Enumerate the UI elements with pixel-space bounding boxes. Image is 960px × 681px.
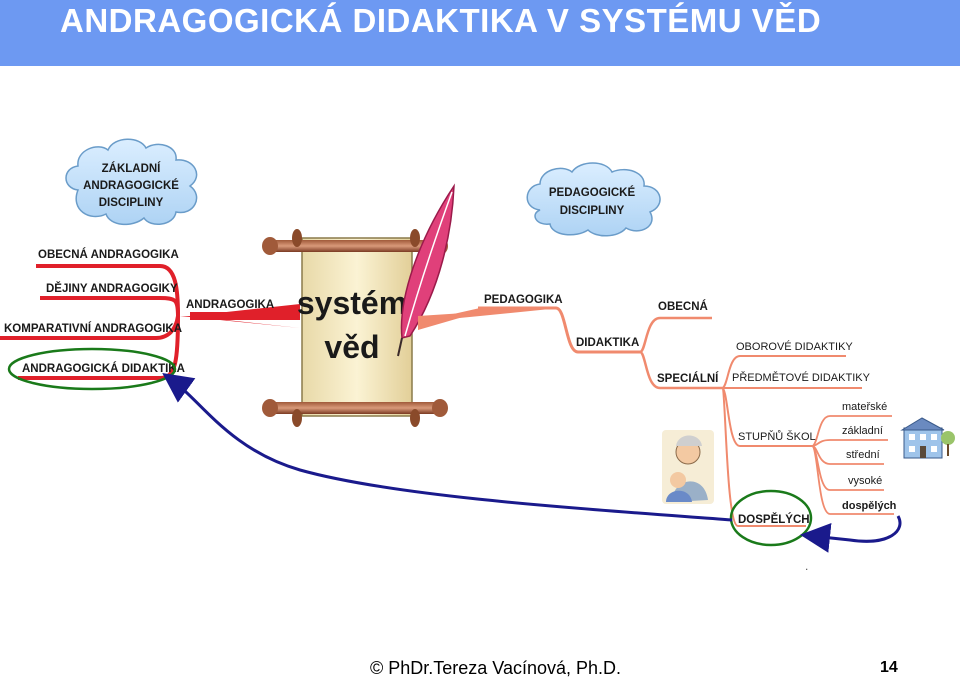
branch-komparativni-andragogika: KOMPARATIVNÍ ANDRAGOGIKA [4,322,182,335]
branch-andragogicka-didaktika: ANDRAGOGICKÁ DIDAKTIKA [22,362,185,375]
andragogy-disciplines-cloud: ZÁKLADNÍ ANDRAGOGICKÉ DISCIPLINY [65,138,198,226]
highlight-andragogicka-didaktika [7,347,177,391]
adult-learners-illustration [662,430,714,504]
oborove-didaktiky-label: OBOROVÉ DIDAKTIKY [736,340,853,353]
school-dospelych: dospělých [842,500,897,512]
school-building-icon [900,417,955,459]
dospelych-label: DOSPĚLÝCH [738,513,810,526]
cloud-pedagogy-line2: DISCIPLINY [560,205,625,217]
quill-icon [397,183,455,357]
cloud-andragogy-line3: DISCIPLINY [99,197,164,209]
cloud-andragogy-line1: ZÁKLADNÍ [102,162,162,175]
cloud-andragogy-line2: ANDRAGOGICKÉ [83,179,179,192]
scroll-illustration: systém věd [262,229,448,427]
stupnu-skol-label: STUPŇŮ ŠKOL [738,430,816,443]
scroll-text-line1: systém [297,285,407,321]
branch-obecna-andragogika: OBECNÁ ANDRAGOGIKA [38,248,179,261]
andragogy-branches [0,264,300,380]
arrow-to-dospelych [800,515,902,553]
cloud-pedagogy-line1: PEDAGOGICKÉ [549,186,636,199]
stray-dot: . [805,559,808,573]
arrow-to-andragogicka-didaktika [162,373,733,522]
school-vysoke: vysoké [848,475,882,487]
pedagogika-label: PEDAGOGIKA [484,294,563,306]
didaktika-label: DIDAKTIKA [576,337,639,349]
branch-dejiny-andragogiky: DĚJINY ANDRAGOGIKY [46,282,178,295]
title-bar: ANDRAGOGICKÁ DIDAKTIKA V SYSTÉMU VĚD [0,0,960,66]
predmetove-didaktiky-label: PŘEDMĚTOVÉ DIDAKTIKY [732,371,871,384]
page-title: ANDRAGOGICKÁ DIDAKTIKA V SYSTÉMU VĚD [60,2,822,39]
footer-author: © PhDr.Tereza Vacínová, Ph.D. [370,658,622,678]
andragogika-label: ANDRAGOGIKA [186,299,274,311]
highlight-dospelych [729,489,813,547]
school-stredni: střední [846,449,880,461]
pedagogy-disciplines-cloud: PEDAGOGICKÉ DISCIPLINY [526,162,661,237]
specialni-label: SPECIÁLNÍ [657,372,719,385]
school-materske: mateřské [842,401,887,413]
scroll-text-line2: věd [324,329,379,365]
school-zakladni: základní [842,425,883,437]
page-number: 14 [880,659,898,676]
pedagogy-branches [418,306,894,527]
obecna-label: OBECNÁ [658,300,708,313]
